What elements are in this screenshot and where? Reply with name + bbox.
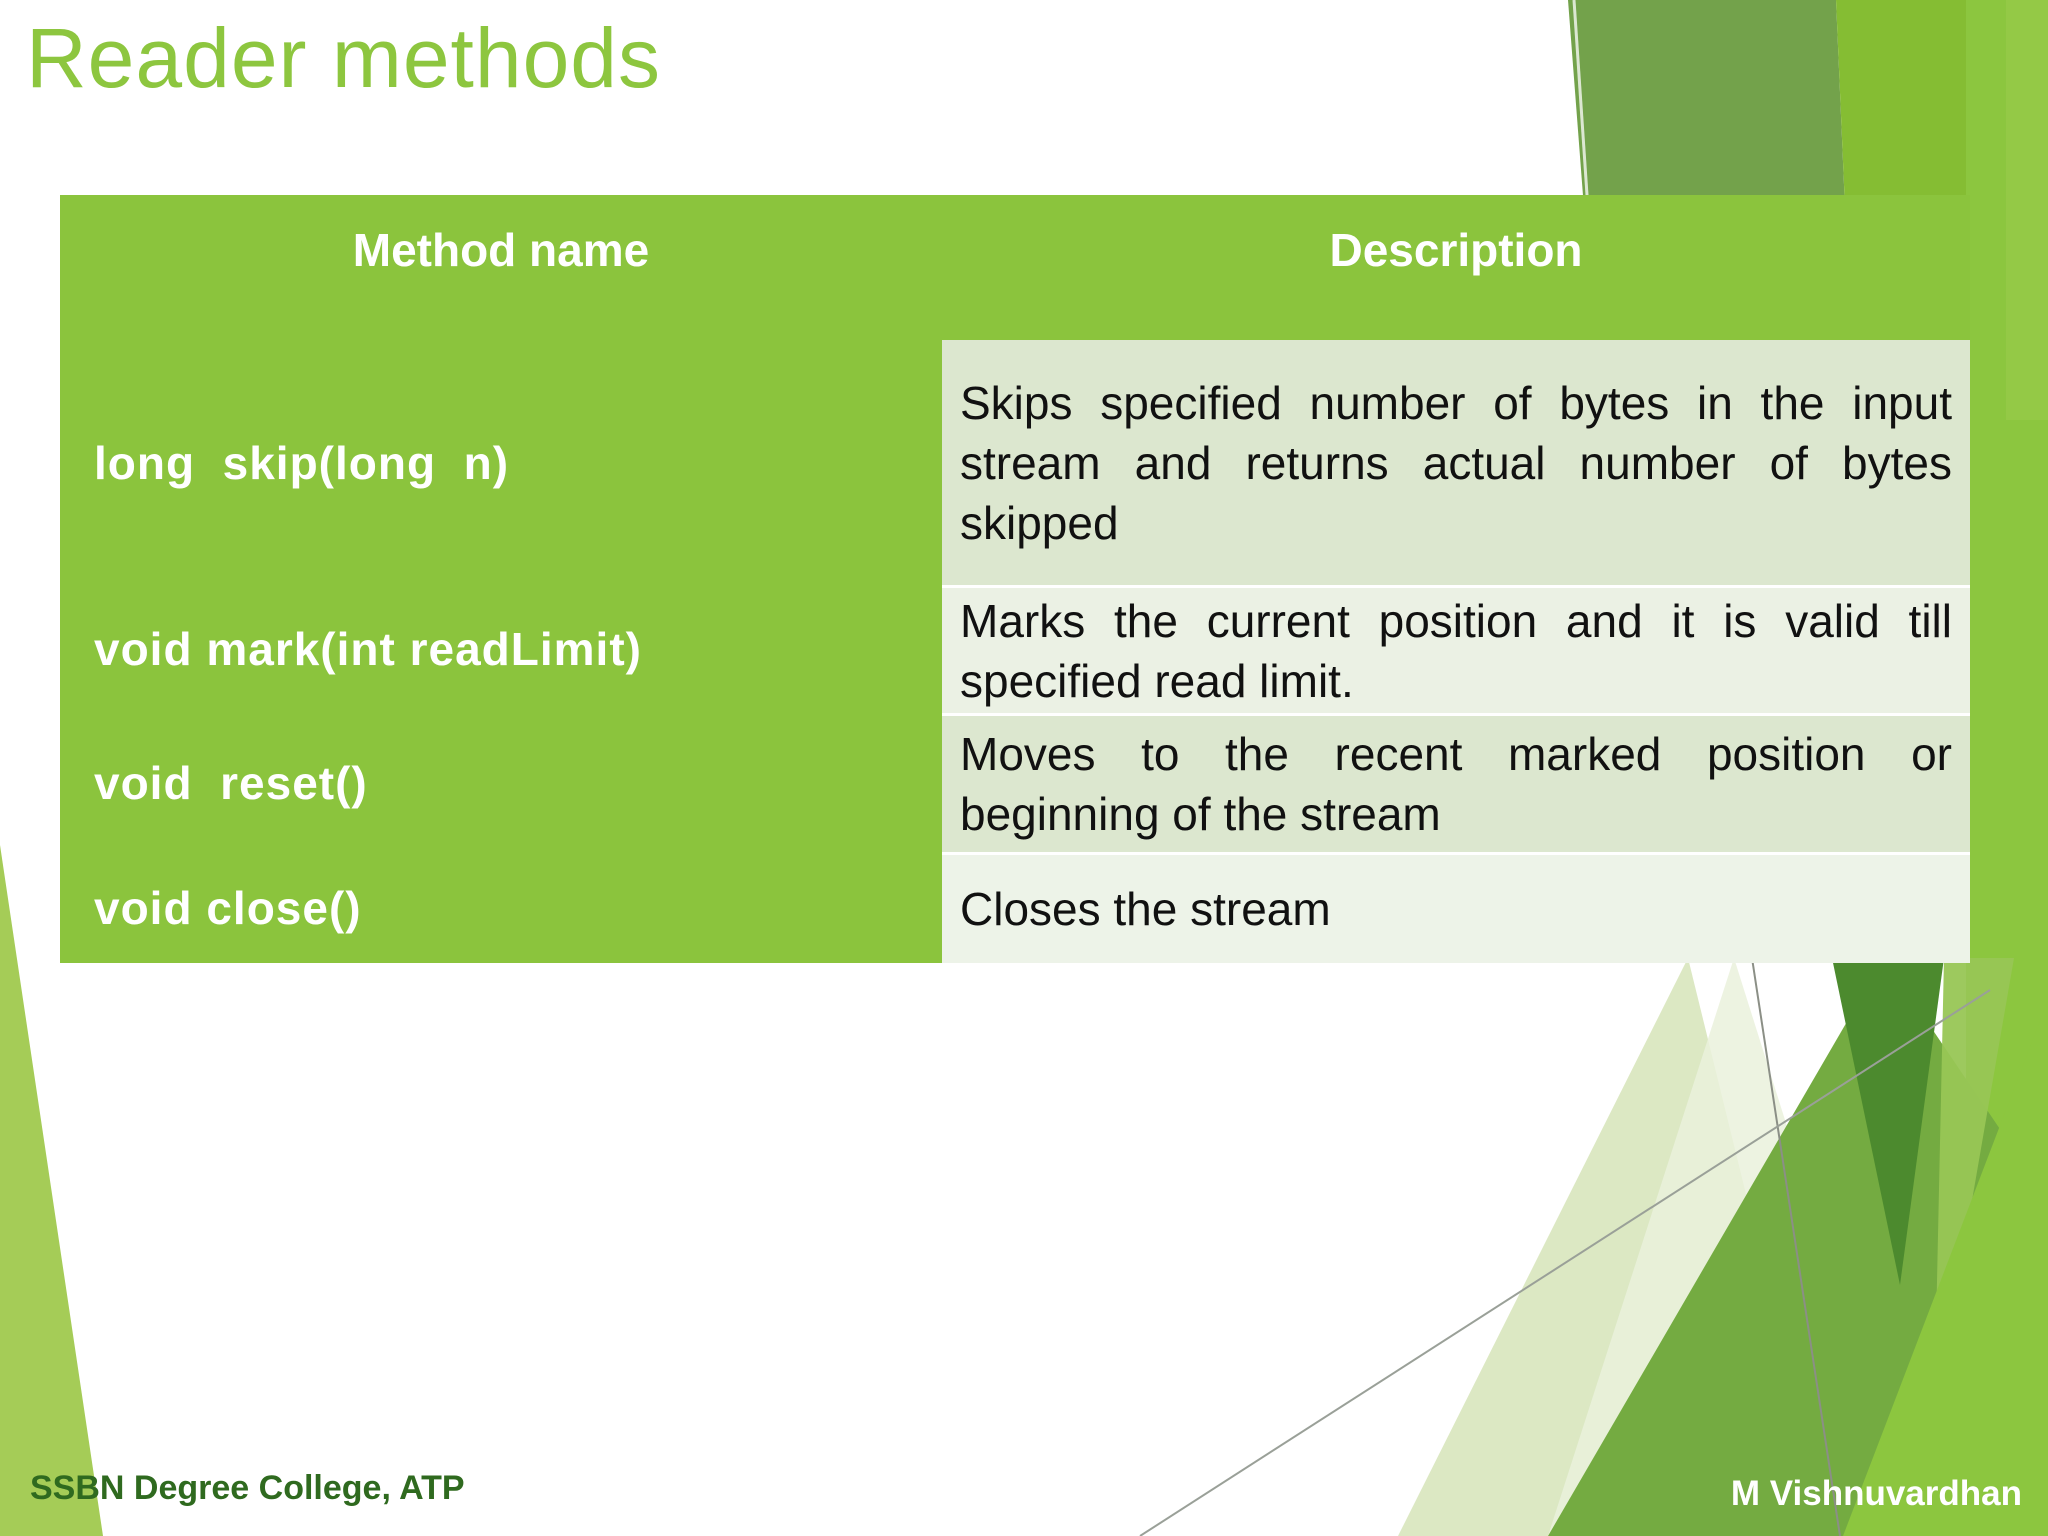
description-reset-text: Moves to the recent marked position or b…: [960, 728, 1952, 840]
footer-college: SSBN Degree College, ATP: [30, 1469, 465, 1507]
method-name-reset: void reset(): [94, 756, 368, 809]
description-skip: Skips specified number of bytes in the i…: [942, 340, 1970, 585]
decor-dark-triangle: [1832, 958, 1944, 1285]
method-name-close: void close(): [94, 881, 362, 934]
decor-hairline-steep: [1751, 957, 1841, 1536]
description-close-text: Closes the stream: [960, 883, 1331, 935]
description-close: Closes the stream: [942, 852, 1970, 963]
reader-methods-table: Method name Description long skip(long n…: [60, 195, 1970, 963]
description-mark: Marks the current position and it is val…: [942, 585, 1970, 713]
description-mark-text: Marks the current position and it is val…: [960, 594, 1952, 707]
table-header-description: Description: [1329, 224, 1583, 276]
slide-title: Reader methods: [26, 11, 662, 105]
decor-bright-bottom-wedge: [1843, 1000, 2048, 1536]
decor-hairline-diagonal: [1139, 989, 1991, 1536]
method-name-skip: long skip(long n): [94, 436, 510, 489]
description-skip-text: Skips specified number of bytes in the i…: [960, 376, 1952, 549]
decor-right-band-highlight: [2006, 0, 2048, 420]
description-reset: Moves to the recent marked position or b…: [942, 713, 1970, 852]
decor-left-band: [0, 845, 103, 1536]
table-header-method-name: Method name: [352, 224, 650, 276]
method-name-mark: void mark(int readLimit): [94, 623, 642, 675]
footer-author: M Vishnuvardhan: [1730, 1474, 2022, 1513]
